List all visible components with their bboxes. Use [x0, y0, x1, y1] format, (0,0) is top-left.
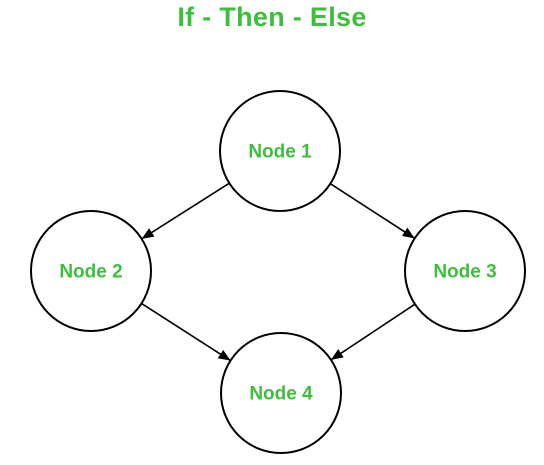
node-1-circle	[219, 90, 341, 212]
edge-n1-to-n2	[141, 182, 230, 239]
edge-n1-to-n3	[329, 182, 415, 239]
node-3-circle	[404, 210, 526, 332]
node-4-circle	[220, 332, 342, 454]
node-1-label: Node 1	[248, 142, 312, 163]
node-2: Node 2	[30, 210, 152, 332]
diagram-title: If - Then - Else	[177, 2, 367, 32]
node-2-label: Node 2	[59, 262, 122, 283]
node-4: Node 4	[220, 332, 342, 454]
node-4-label: Node 4	[249, 384, 313, 405]
edge-n2-to-n4	[141, 302, 231, 361]
node-1: Node 1	[219, 90, 341, 212]
node-2-circle	[30, 210, 152, 332]
edge-n3-to-n4	[331, 303, 416, 360]
node-3: Node 3	[404, 210, 526, 332]
node-3-label: Node 3	[433, 262, 496, 283]
edges-layer	[141, 182, 416, 361]
